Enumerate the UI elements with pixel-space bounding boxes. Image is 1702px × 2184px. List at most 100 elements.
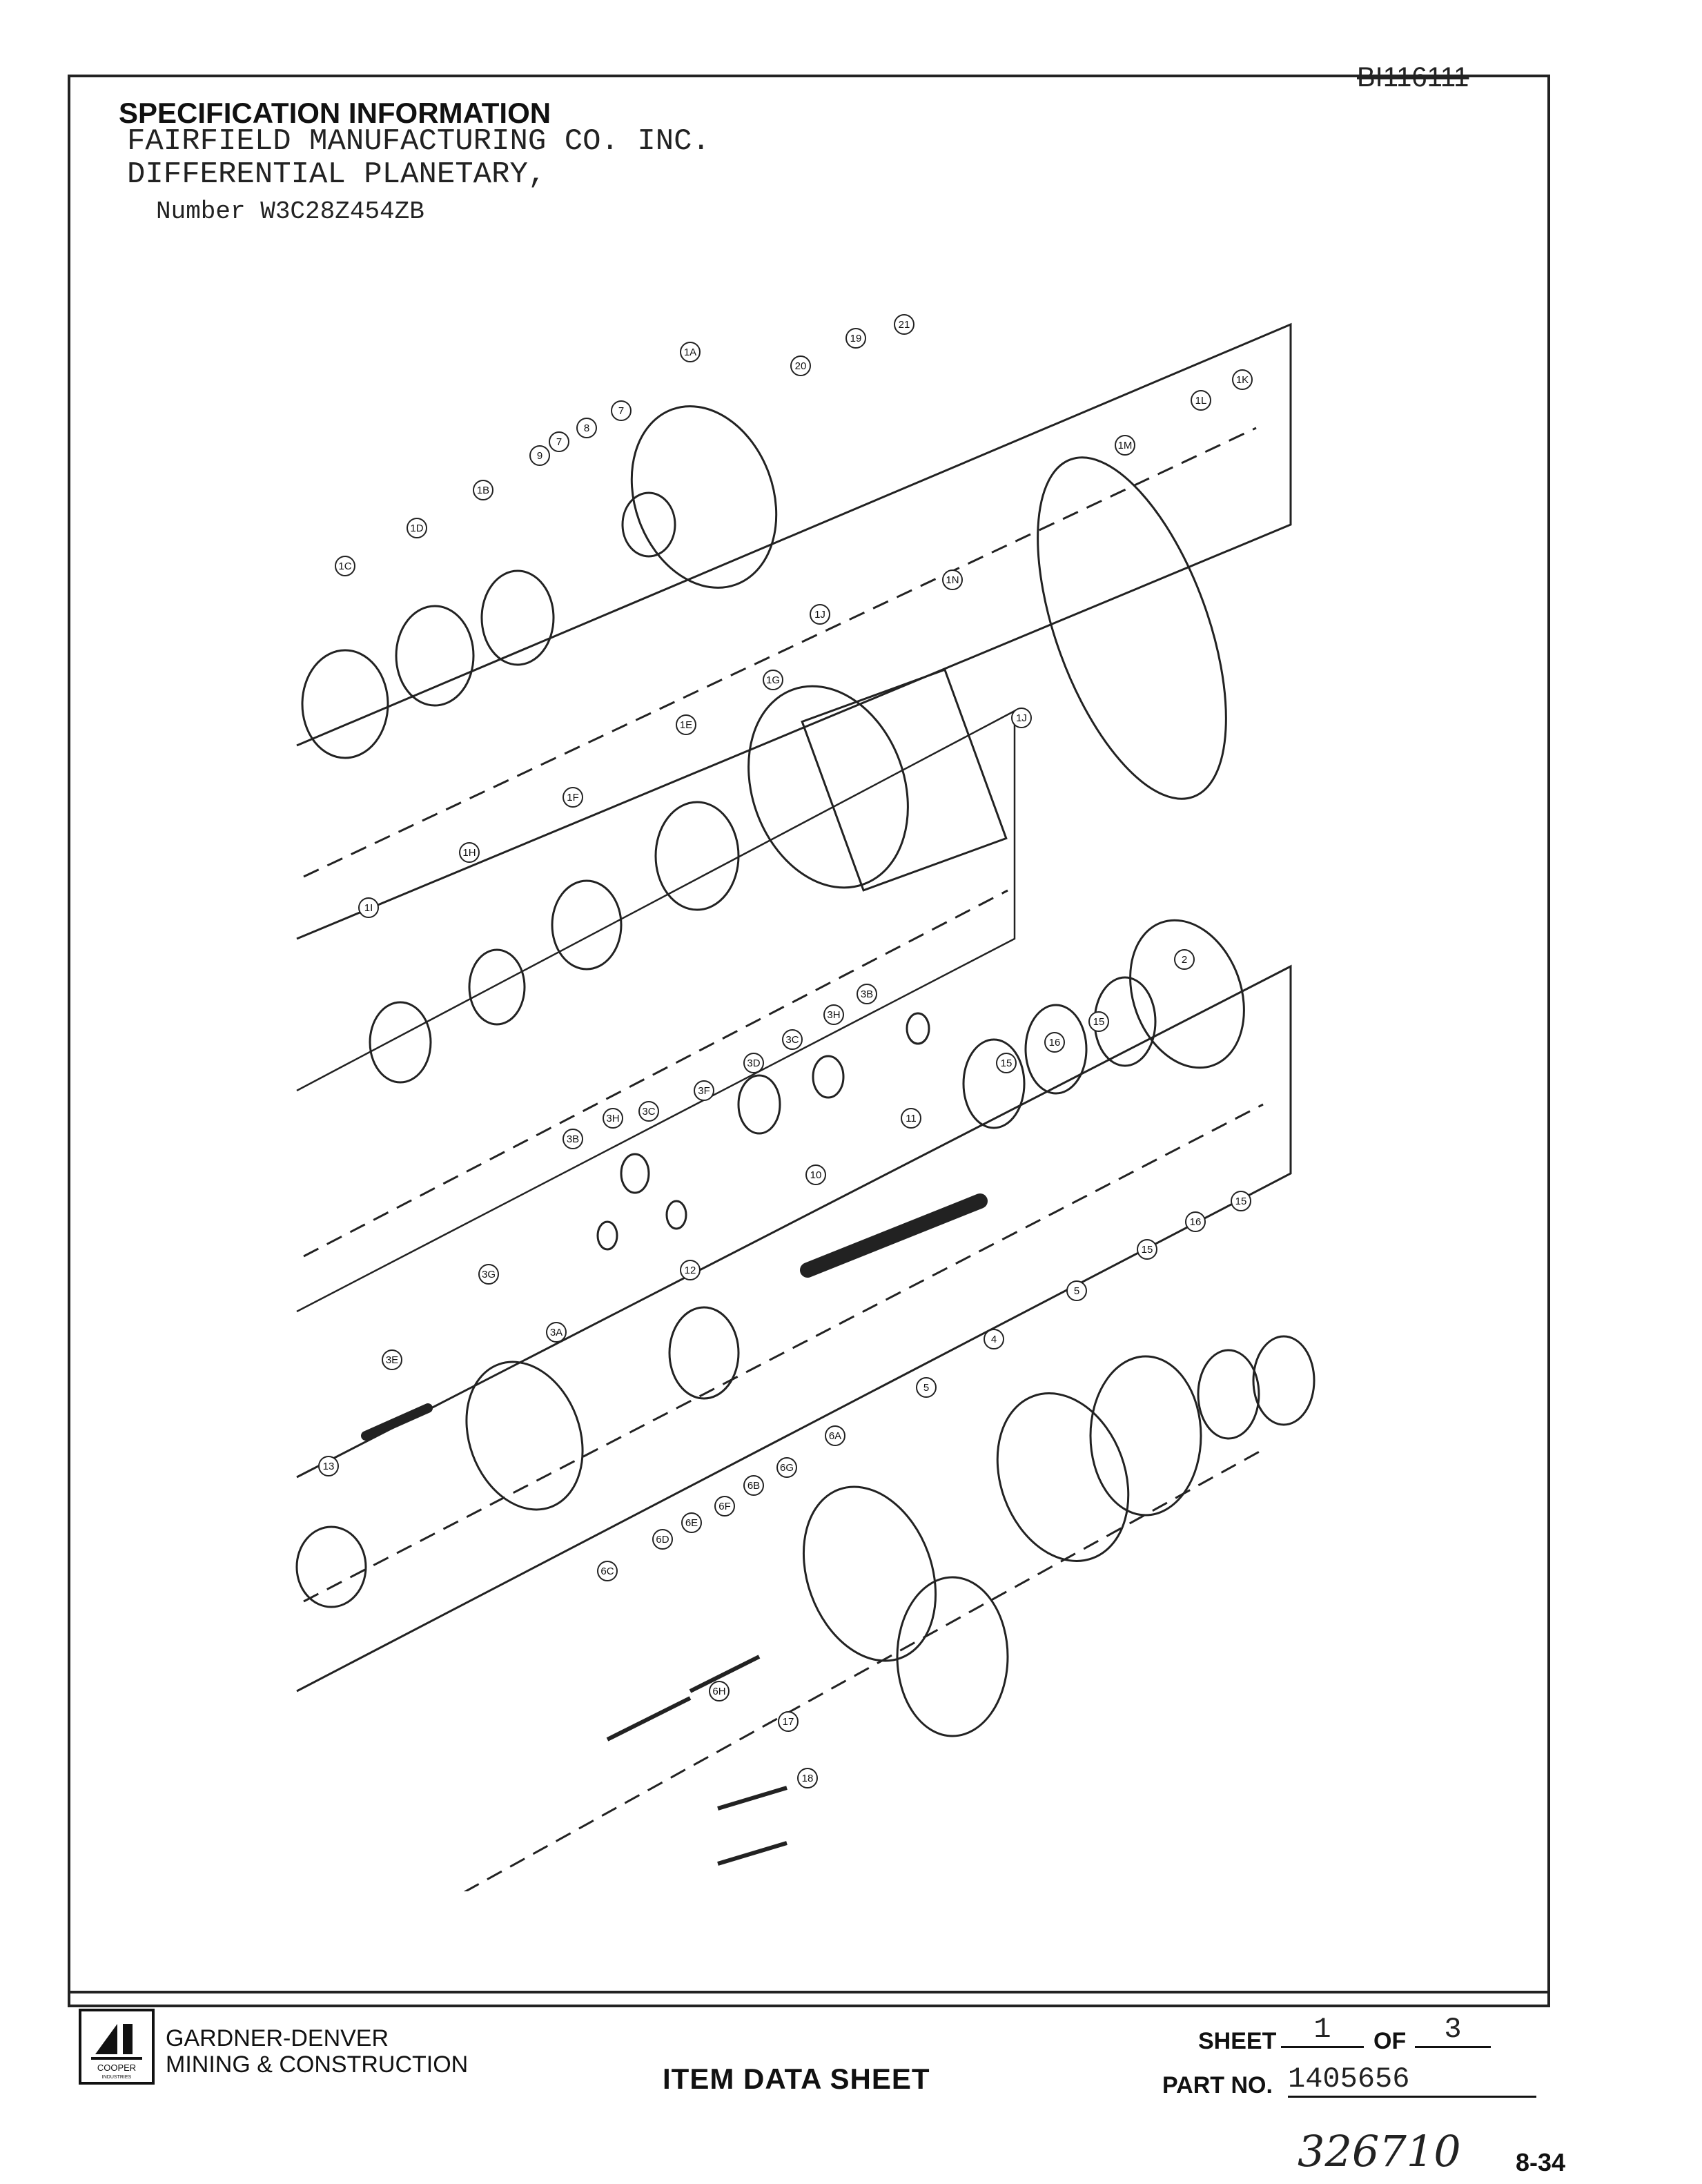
- callout-1B: 1B: [473, 480, 493, 500]
- callout-19: 19: [845, 328, 866, 349]
- panel-2: [296, 709, 1016, 1313]
- manufacturer-line: FAIRFIELD MANUFACTURING CO. INC.: [127, 124, 710, 159]
- callout-1G: 1G: [763, 670, 783, 690]
- panel-1: [296, 322, 1292, 940]
- svg-text:10: 10: [810, 1169, 822, 1181]
- callout-5-upper: 5: [1066, 1280, 1087, 1301]
- callout-18: 18: [797, 1768, 818, 1788]
- svg-text:8: 8: [584, 422, 589, 434]
- ring-gear-shape: [1129, 919, 1245, 1069]
- svg-text:5: 5: [1074, 1285, 1079, 1297]
- svg-text:3B: 3B: [567, 1133, 579, 1145]
- sheet-label: SHEET: [1198, 2028, 1277, 2054]
- svg-text:6G: 6G: [780, 1462, 794, 1474]
- bearing-cup-shape: [301, 649, 389, 759]
- hub-shaft-shape: [621, 491, 676, 558]
- callout-6H: 6H: [709, 1681, 730, 1702]
- callout-1N: 1N: [942, 569, 963, 590]
- svg-text:3D: 3D: [747, 1057, 760, 1069]
- svg-text:1B: 1B: [477, 485, 489, 496]
- svg-text:15: 15: [1235, 1196, 1247, 1207]
- callout-3D: 3D: [743, 1053, 764, 1073]
- logo-mark-icon: COOPER INDUSTRIES: [91, 2024, 142, 2080]
- svg-text:1C: 1C: [338, 560, 351, 572]
- item-number: Number W3C28Z454ZB: [156, 197, 424, 226]
- svg-text:6C: 6C: [600, 1566, 614, 1577]
- svg-text:3B: 3B: [861, 988, 873, 1000]
- callout-7a: 7: [611, 400, 632, 421]
- callout-13: 13: [318, 1456, 339, 1476]
- exploded-parts-diagram: 1A 20 19 21 1K 1L 1M 7 8 7 9 1B 1D 1C 1N…: [295, 314, 1315, 1891]
- svg-text:3C: 3C: [642, 1106, 655, 1118]
- svg-text:1L: 1L: [1195, 395, 1207, 407]
- svg-text:7: 7: [618, 405, 624, 417]
- footer-divider: [68, 1991, 1550, 1993]
- callout-21: 21: [894, 314, 914, 335]
- callout-12: 12: [680, 1260, 701, 1280]
- callout-1E: 1E: [676, 714, 696, 735]
- svg-text:16: 16: [1190, 1216, 1202, 1228]
- sheet-total: 3: [1415, 2013, 1491, 2048]
- svg-text:15: 15: [1142, 1244, 1153, 1256]
- callout-15-top-left: 15: [996, 1053, 1017, 1073]
- company-line-1: GARDNER-DENVER: [166, 2025, 389, 2051]
- page-frame: [68, 75, 1550, 2007]
- callout-3G: 3G: [478, 1264, 499, 1285]
- sheet-title: ITEM DATA SHEET: [663, 2063, 930, 2095]
- callout-6A: 6A: [825, 1425, 845, 1446]
- callout-1F: 1F: [563, 787, 583, 808]
- callout-1J-right: 1J: [1011, 708, 1032, 728]
- callout-1M: 1M: [1115, 435, 1135, 456]
- callout-3H-lower: 3H: [603, 1108, 623, 1129]
- svg-text:21: 21: [899, 319, 910, 331]
- svg-text:1D: 1D: [410, 523, 423, 534]
- callout-7b: 7: [549, 431, 569, 452]
- document-number: BI116111: [1357, 62, 1469, 92]
- callout-10: 10: [805, 1164, 826, 1185]
- svg-text:6H: 6H: [712, 1686, 725, 1697]
- svg-text:1K: 1K: [1236, 374, 1249, 386]
- callout-3B-top: 3B: [857, 984, 877, 1004]
- callout-1A: 1A: [680, 342, 701, 362]
- svg-text:15: 15: [1001, 1057, 1013, 1069]
- svg-text:3G: 3G: [482, 1269, 496, 1280]
- callout-2: 2: [1174, 949, 1195, 970]
- svg-text:6F: 6F: [718, 1501, 731, 1512]
- of-label: OF: [1373, 2028, 1407, 2054]
- page-number: 8-34: [1516, 2148, 1566, 2176]
- svg-text:1G: 1G: [766, 674, 780, 686]
- callout-1J-top: 1J: [810, 604, 830, 625]
- svg-text:6E: 6E: [685, 1517, 698, 1529]
- svg-text:13: 13: [323, 1461, 335, 1472]
- svg-text:1J: 1J: [814, 609, 825, 621]
- company-name: GARDNER-DENVER MINING & CONSTRUCTION: [166, 2025, 468, 2078]
- callout-5-lower: 5: [916, 1377, 937, 1398]
- housing-body-shape: [801, 668, 1008, 892]
- svg-text:1N: 1N: [946, 574, 959, 586]
- svg-text:1I: 1I: [364, 902, 373, 914]
- svg-text:2: 2: [1182, 954, 1187, 966]
- svg-text:1J: 1J: [1016, 712, 1027, 724]
- callout-6G: 6G: [776, 1457, 797, 1478]
- company-line-2: MINING & CONSTRUCTION: [166, 2051, 469, 2078]
- callout-1D: 1D: [407, 518, 427, 538]
- svg-text:3E: 3E: [386, 1354, 398, 1366]
- callout-8: 8: [576, 418, 597, 438]
- callout-3A: 3A: [546, 1322, 567, 1343]
- callout-17: 17: [778, 1711, 799, 1732]
- svg-text:3C: 3C: [785, 1034, 799, 1046]
- callout-1H: 1H: [459, 842, 480, 863]
- carrier-shape: [465, 1361, 584, 1511]
- svg-text:6B: 6B: [747, 1480, 760, 1492]
- callout-3C-lower: 3C: [638, 1101, 659, 1122]
- callout-15-lower-left: 15: [1137, 1239, 1157, 1260]
- spec-title: SPECIFICATION INFORMATION: [119, 97, 551, 129]
- callout-15-lower-right: 15: [1231, 1191, 1251, 1211]
- callout-9: 9: [529, 445, 550, 466]
- svg-text:16: 16: [1049, 1037, 1061, 1049]
- svg-text:7: 7: [556, 436, 562, 448]
- svg-text:1H: 1H: [462, 847, 476, 859]
- seal-shape: [480, 569, 555, 666]
- svg-text:1A: 1A: [684, 347, 696, 358]
- svg-text:1E: 1E: [680, 719, 692, 731]
